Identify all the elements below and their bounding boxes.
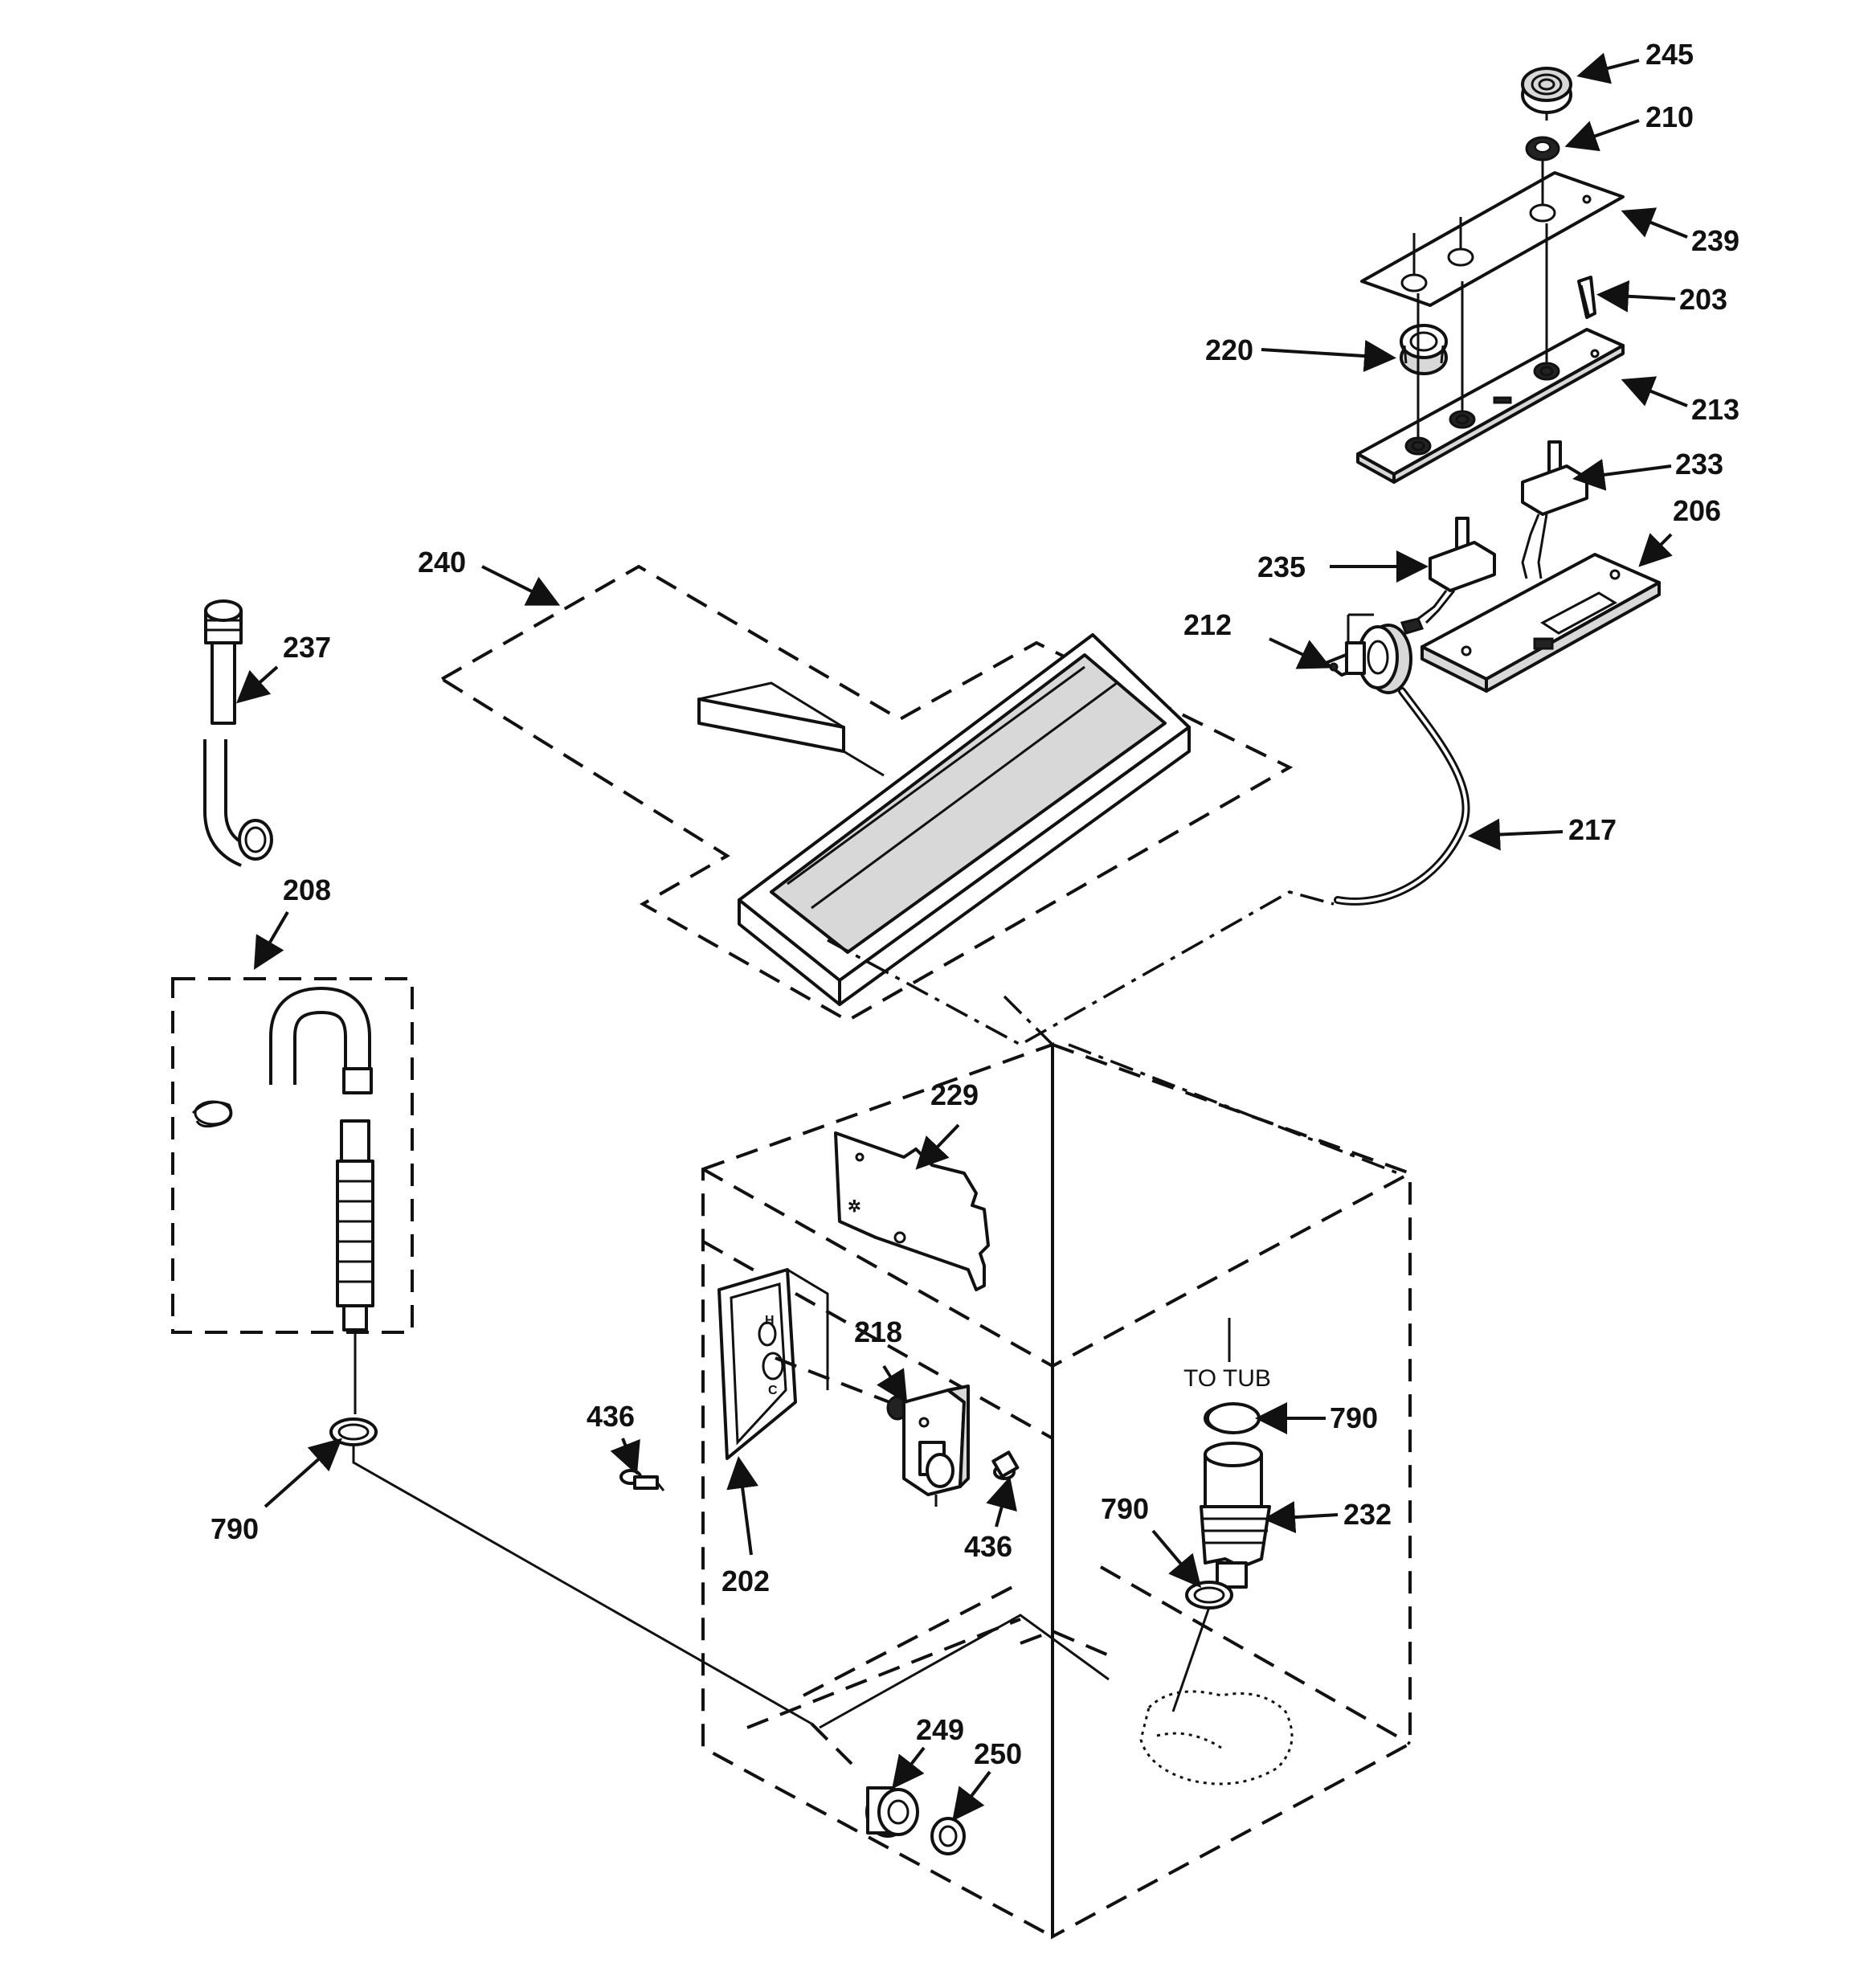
label-235: 235 bbox=[1257, 550, 1306, 583]
label-249: 249 bbox=[916, 1713, 964, 1746]
console-housing bbox=[697, 633, 1191, 1006]
label-213: 213 bbox=[1691, 393, 1739, 426]
knob-220 bbox=[1400, 324, 1448, 375]
bracket-202: H C bbox=[717, 1268, 901, 1460]
label-436-right: 436 bbox=[964, 1530, 1012, 1563]
label-208: 208 bbox=[283, 873, 331, 906]
label-250: 250 bbox=[974, 1737, 1022, 1770]
clip-203 bbox=[1577, 276, 1596, 319]
plug-250 bbox=[930, 1817, 966, 1855]
label-218: 218 bbox=[854, 1315, 902, 1348]
svg-text:C: C bbox=[768, 1384, 778, 1397]
label-229: 229 bbox=[930, 1078, 979, 1111]
label-217: 217 bbox=[1568, 813, 1617, 846]
leader-arrows bbox=[236, 52, 1688, 1822]
pressure-hose-217 bbox=[1334, 687, 1470, 906]
switch-235 bbox=[1400, 517, 1496, 635]
label-206: 206 bbox=[1673, 494, 1721, 527]
label-233: 233 bbox=[1675, 448, 1723, 481]
clamp-790-lower bbox=[1171, 1581, 1233, 1712]
label-202: 202 bbox=[721, 1565, 770, 1597]
screw-436-left bbox=[619, 1469, 665, 1491]
bracket-206 bbox=[1420, 553, 1661, 693]
label-to-tub: TO TUB bbox=[1183, 1365, 1271, 1392]
knob-245 bbox=[1521, 67, 1572, 121]
label-790-lower: 790 bbox=[1101, 1492, 1149, 1525]
label-436-left: 436 bbox=[587, 1400, 635, 1433]
label-790-left: 790 bbox=[211, 1512, 259, 1545]
svg-text:✲: ✲ bbox=[848, 1198, 861, 1216]
label-212: 212 bbox=[1183, 608, 1232, 641]
control-panel-outline bbox=[440, 564, 1294, 1023]
label-203: 203 bbox=[1679, 283, 1727, 316]
clamp-790-tub bbox=[1206, 1402, 1261, 1434]
pressure-switch-212 bbox=[1324, 613, 1412, 694]
switch-233 bbox=[1521, 440, 1588, 579]
drain-hose-kit-208 bbox=[171, 977, 414, 1414]
label-245: 245 bbox=[1645, 38, 1694, 71]
circuit-board-229: ✲ bbox=[834, 1131, 990, 1291]
label-210: 210 bbox=[1645, 100, 1694, 133]
cabinet-outline bbox=[701, 1042, 1412, 1940]
label-220: 220 bbox=[1205, 333, 1253, 366]
control-overlay-239 bbox=[1360, 158, 1625, 307]
label-790-tub: 790 bbox=[1330, 1401, 1378, 1434]
bushing-249 bbox=[865, 1786, 919, 1838]
label-240: 240 bbox=[418, 546, 466, 579]
label-237: 237 bbox=[283, 631, 331, 664]
washer-210 bbox=[1525, 136, 1560, 162]
wire-harness-path bbox=[827, 890, 1399, 1175]
screw-436-right bbox=[991, 1450, 1020, 1480]
label-232: 232 bbox=[1343, 1498, 1392, 1531]
pump-area bbox=[1139, 1690, 1294, 1786]
clamp-790-left bbox=[329, 1417, 378, 1446]
water-valve-218 bbox=[886, 1385, 970, 1507]
svg-text:H: H bbox=[765, 1314, 775, 1327]
label-239: 239 bbox=[1691, 224, 1739, 257]
fill-hose-237 bbox=[203, 599, 273, 867]
control-panel-213 bbox=[1356, 223, 1625, 484]
hose-232 bbox=[1200, 1318, 1271, 1589]
drain-path bbox=[352, 1446, 1110, 1765]
